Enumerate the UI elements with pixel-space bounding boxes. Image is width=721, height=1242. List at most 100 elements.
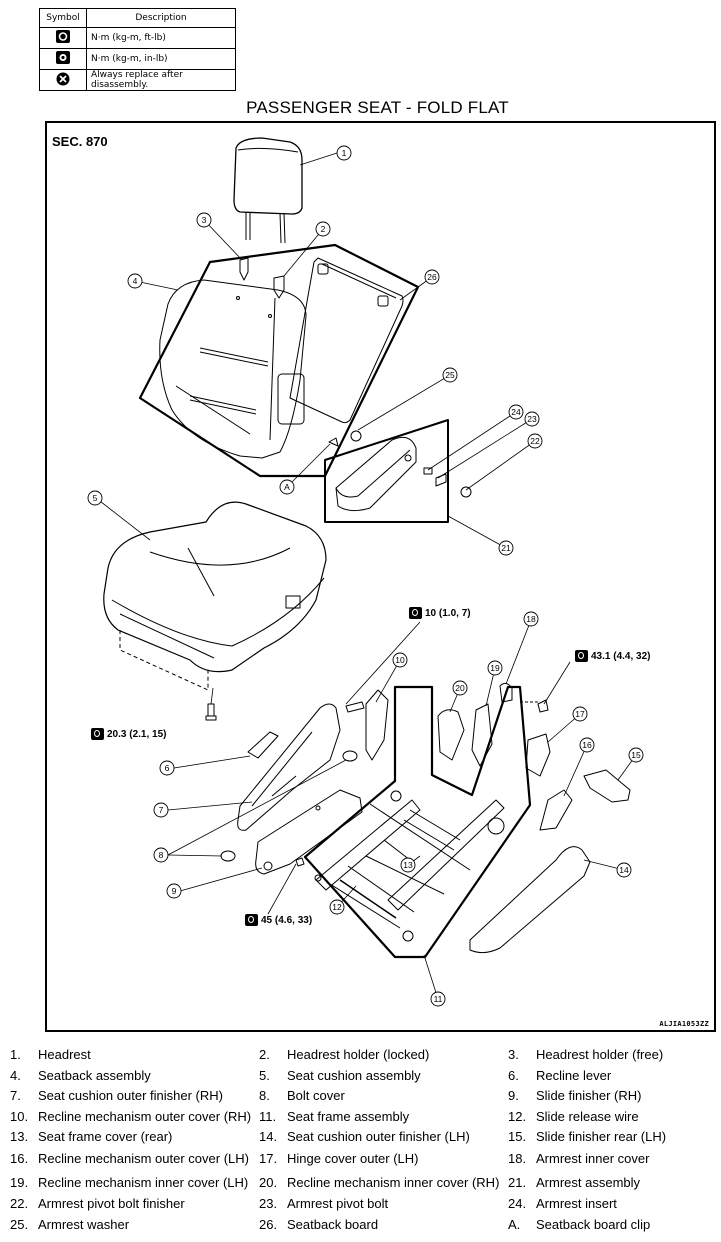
callout-24-label: 24 — [511, 407, 521, 417]
part-item-14: 14.Seat cushion outer finisher (LH) — [259, 1129, 470, 1144]
legend-row-1-symbol — [39, 27, 87, 49]
torque-spec-45-text: 45 (4.6, 33) — [261, 914, 313, 926]
headrest-part — [233, 137, 303, 244]
callout-22-label: 22 — [530, 436, 540, 446]
part-item-15: 15.Slide finisher rear (LH) — [508, 1129, 667, 1144]
torque-spec-20-text: 20.3 (2.1, 15) — [107, 728, 167, 740]
seatback-outline — [138, 243, 420, 478]
callout-5 — [87, 490, 103, 506]
callout-16-label: 16 — [582, 740, 592, 750]
part-item-11: 11.Seat frame assembly — [259, 1109, 410, 1124]
part-item-2: 2.Headrest holder (locked) — [259, 1047, 430, 1062]
seatback-board-part — [289, 257, 404, 424]
callout-22 — [527, 433, 543, 449]
legend-row-3-text: Always replace after disassembly. — [86, 69, 236, 91]
legend-row-3-symbol — [39, 69, 87, 91]
torque-wrench-icon — [409, 607, 422, 619]
part-item-19: 19.Recline mechanism inner cover (LH) — [10, 1175, 249, 1190]
callout-14 — [616, 862, 632, 878]
seat-exploded-diagram: 1 2 3 4 5 6 7 8 9 10 11 12 13 14 15 16 1… — [87, 137, 644, 1007]
torque-spec-45: 45 (4.6, 33) — [245, 914, 312, 926]
part-item-A: A.Seatback board clip — [508, 1217, 651, 1232]
recline-lever-part — [247, 731, 279, 759]
callout-13 — [400, 857, 416, 873]
callout-23-label: 23 — [527, 414, 537, 424]
torque-spec-10: 10 (1.0, 7) — [409, 607, 471, 619]
armrest-pivot-bolt-finisher-part — [460, 486, 472, 498]
torque-wrench-icon — [245, 914, 258, 926]
seat-cushion-assembly-part — [103, 501, 327, 691]
section-label: SEC. 870 — [52, 134, 108, 149]
part-item-9: 9.Slide finisher (RH) — [508, 1088, 642, 1103]
callout-17 — [572, 706, 588, 722]
torque-wrench-icon — [575, 650, 588, 662]
armrest-insert-part — [423, 467, 433, 475]
recline-mechanism-inner-cover-rh-part — [437, 709, 465, 761]
part-item-10: 10.Recline mechanism outer cover (RH) — [10, 1109, 252, 1124]
part-item-18: 18.Armrest inner cover — [508, 1151, 650, 1166]
callout-26-label: 26 — [427, 272, 437, 282]
part-item-23: 23.Armrest pivot bolt — [259, 1196, 389, 1211]
callout-4 — [127, 273, 143, 289]
torque-wrench-icon — [91, 728, 104, 740]
callout-18 — [523, 611, 539, 627]
callout-23 — [524, 411, 540, 427]
part-item-6: 6.Recline lever — [508, 1068, 612, 1083]
part-item-22: 22.Armrest pivot bolt finisher — [10, 1196, 185, 1211]
seat-cushion-outer-finisher-rh-part — [237, 703, 341, 831]
part-item-7: 7.Seat cushion outer finisher (RH) — [10, 1088, 223, 1103]
seat-frame-cover-rear-part — [365, 855, 445, 895]
headrest-holder-free-part — [239, 257, 249, 281]
torque-spec-43-text: 43.1 (4.4, 32) — [591, 650, 651, 662]
part-item-3: 3.Headrest holder (free) — [508, 1047, 664, 1062]
symbol-legend-table: Symbol Description N·m (kg-m, ft-lb) N·m… — [39, 8, 236, 91]
recline-mechanism-outer-cover-rh-part — [365, 689, 389, 761]
torque-wrench-icon — [56, 30, 70, 43]
callout-8-label: 8 — [159, 850, 164, 860]
slide-finisher-rear-lh-part — [583, 769, 631, 803]
callout-3 — [196, 212, 212, 228]
callout-17-label: 17 — [575, 709, 585, 719]
torque-wrench-small-icon — [56, 51, 70, 64]
part-item-26: 26.Seatback board — [259, 1217, 379, 1232]
armrest-box-outline — [324, 419, 449, 523]
callout-A-label: A — [284, 482, 290, 492]
callout-25-label: 25 — [445, 370, 455, 380]
part-item-21: 21.Armrest assembly — [508, 1175, 641, 1190]
callout-21 — [498, 540, 514, 556]
callout-2-label: 2 — [321, 224, 326, 234]
callout-8 — [153, 847, 169, 863]
headrest-holder-locked-part — [273, 275, 285, 299]
callout-12-label: 12 — [332, 902, 342, 912]
callout-21-label: 21 — [501, 543, 511, 553]
diagram-title: PASSENGER SEAT - FOLD FLAT — [246, 98, 509, 117]
part-item-1: 1.Headrest — [10, 1047, 91, 1062]
callout-14-label: 14 — [619, 865, 629, 875]
callout-6-label: 6 — [165, 763, 170, 773]
part-item-12: 12.Slide release wire — [508, 1109, 639, 1124]
callout-1 — [336, 145, 352, 161]
callout-5-label: 5 — [93, 493, 98, 503]
bolt-cover-part — [342, 750, 358, 762]
seatback-board-clip-part — [328, 437, 339, 447]
callout-10 — [392, 652, 408, 668]
callout-15 — [628, 747, 644, 763]
callout-16 — [579, 737, 595, 753]
armrest-assembly-part — [335, 436, 417, 512]
callout-19 — [487, 660, 503, 676]
seatback-assembly-part — [159, 279, 307, 459]
part-item-25: 25.Armrest washer — [10, 1217, 130, 1232]
part-item-8: 8.Bolt cover — [259, 1088, 345, 1103]
part-item-20: 20.Recline mechanism inner cover (RH) — [259, 1175, 500, 1190]
seat-frame-outline — [303, 685, 532, 959]
callout-3-label: 3 — [202, 215, 207, 225]
callout-13-label: 13 — [403, 860, 413, 870]
callout-20 — [452, 680, 468, 696]
callout-4-label: 4 — [133, 276, 138, 286]
part-item-17: 17.Hinge cover outer (LH) — [259, 1151, 419, 1166]
callout-15-label: 15 — [631, 750, 641, 760]
diagram-frame — [45, 121, 716, 1032]
armrest-washer-part — [350, 430, 362, 442]
part-item-13: 13.Seat frame cover (rear) — [10, 1129, 173, 1144]
figure-id: ALJIA1053ZZ — [659, 1020, 709, 1028]
